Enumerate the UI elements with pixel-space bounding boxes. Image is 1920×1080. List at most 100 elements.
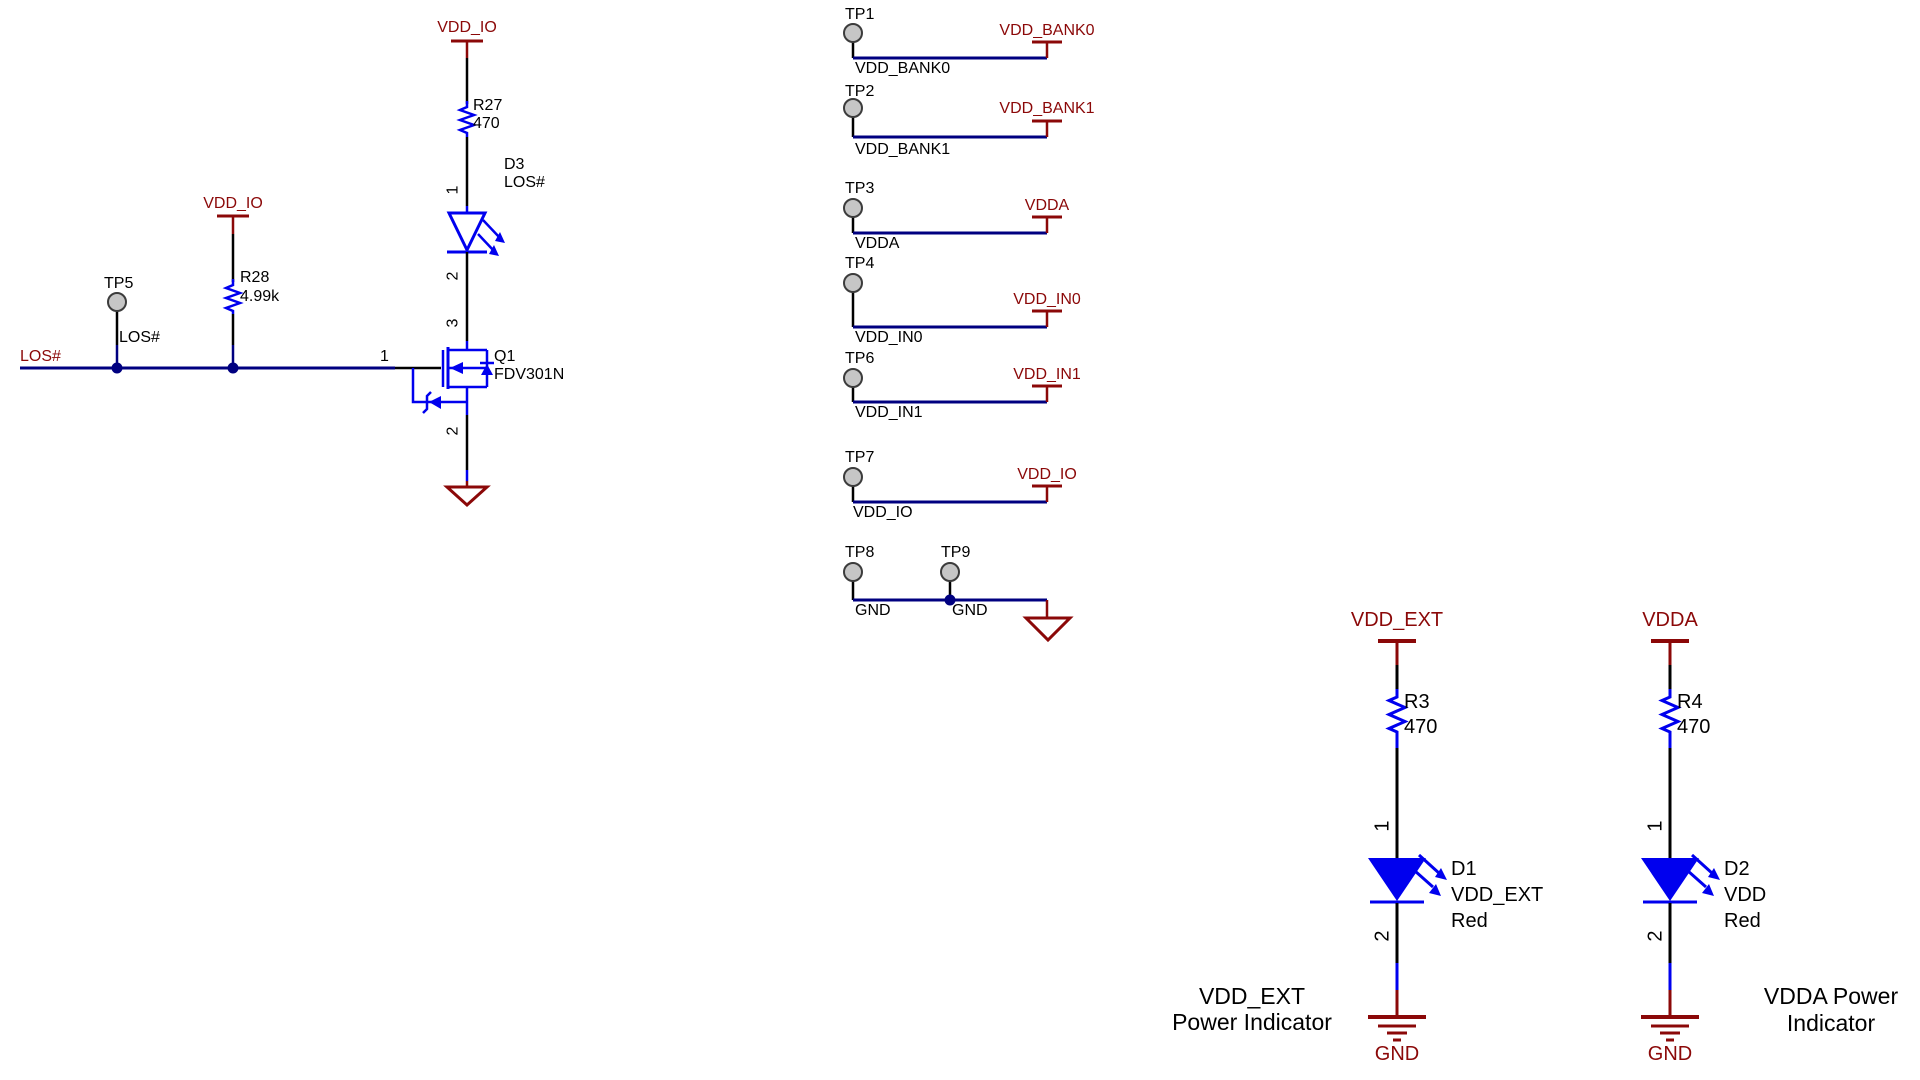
testpoint-tp4-circle [843,273,863,293]
led-d3-pin2: 2 [444,271,462,281]
led-d2-triangle [1641,858,1699,901]
power-label-vdd-io-tp7: VDD_IO [1017,466,1077,483]
resistor-r4-symbol [1658,689,1682,748]
testpoint-tp2-circle [843,98,863,118]
testpoint-tp1-circle [843,23,863,43]
testpoint-tp8-ref: TP8 [845,544,875,561]
testpoint-tp7-circle [843,467,863,487]
testpoint-tp1-ref: TP1 [845,6,875,23]
resistor-r3-value: 470 [1404,716,1438,738]
transistor-q1-pin-gate: 1 [380,348,389,365]
resistor-r28-symbol [222,279,244,314]
resistor-r27-value: 470 [473,115,500,132]
resistor-r4-value: 470 [1677,716,1711,738]
led-d1-triangle [1368,858,1426,901]
led-d2-net: VDD [1724,884,1767,906]
led-d2-pin1: 1 [1644,820,1667,832]
testpoint-tp3-ref: TP3 [845,180,875,197]
transistor-q1-pin-drain: 3 [444,318,462,328]
led-d2-color: Red [1724,910,1761,932]
resistor-r28-ref: R28 [240,269,270,286]
testpoint-tp3-circle [843,198,863,218]
testpoint-tp7-net: VDD_IO [853,504,913,521]
net-label-los: LOS# [20,348,61,365]
led-d3-arrow [482,219,501,239]
led-d2-arrowhead [1702,884,1714,896]
led-d1-arrowhead [1429,884,1441,896]
led-d3-arrow [477,233,495,252]
caption-vdda-line2: Indicator [1786,1010,1876,1036]
testpoint-tp9-ref: TP9 [941,544,971,561]
testpoint-tp5-ref: TP5 [104,275,134,292]
led-d1-arrow [1417,853,1442,876]
testpoint-tp8-circle [843,562,863,582]
power-label-vdd-in0: VDD_IN0 [1013,291,1081,308]
led-d3-arrowhead [495,232,505,243]
led-d3-net: LOS# [504,174,545,191]
testpoint-tp8-net: GND [855,602,891,619]
transistor-q1-pin-source: 2 [444,426,462,436]
led-d1-net: VDD_EXT [1451,884,1544,906]
power-label-vdda: VDDA [1024,197,1070,214]
power-label-vdd-in1: VDD_IN1 [1013,366,1081,383]
transistor-q1-body [448,348,489,389]
transistor-q1-body-diode [481,364,493,375]
resistor-r3-symbol [1385,689,1409,748]
resistor-r4-ref: R4 [1677,691,1703,713]
resistor-r28-value: 4.99k [240,288,280,305]
led-d1-arrowhead [1435,868,1447,880]
testpoint-tp4-net: VDD_IN0 [855,329,923,346]
led-d1-color: Red [1451,910,1488,932]
transistor-q1-bulk-arrow [450,362,463,374]
testpoint-tp6-net: VDD_IN1 [855,404,923,421]
power-label-vdd-bank0: VDD_BANK0 [999,22,1095,39]
gnd-label-d2: GND [1647,1043,1693,1065]
testpoint-tp2-net: VDD_BANK1 [855,141,951,158]
junction-dot [227,362,239,374]
testpoint-tp2-ref: TP2 [845,83,875,100]
power-label-vdd-bank1: VDD_BANK1 [999,100,1095,117]
power-label-vdda-ind: VDDA [1642,609,1698,631]
resistor-r27-symbol [456,101,478,137]
transistor-q1-zener-branch [411,368,467,404]
led-d2-arrowhead [1708,868,1720,880]
led-d3-pin1: 1 [444,185,462,195]
testpoint-tp6-circle [843,368,863,388]
gnd-label-d1: GND [1374,1043,1420,1065]
gnd-symbol-tp9 [1022,616,1074,643]
transistor-q1-zener-diode [429,396,441,409]
testpoint-tp3-net: VDDA [855,235,900,252]
caption-vdd-ext-line2: Power Indicator [1172,1009,1332,1035]
junction-dot [944,594,956,606]
testpoint-tp4-ref: TP4 [845,255,875,272]
led-d1-pin1: 1 [1371,820,1394,832]
caption-vdda-line1: VDDA Power [1763,983,1899,1009]
caption-vdd-ext-line1: VDD_EXT [1198,983,1306,1009]
led-d1-ref: D1 [1451,858,1477,880]
power-label-vdd-ext: VDD_EXT [1350,609,1444,631]
resistor-r27-ref: R27 [473,97,503,114]
led-d2-pin2: 2 [1644,930,1667,942]
led-d1-pin2: 2 [1371,930,1394,942]
testpoint-tp1-net: VDD_BANK0 [855,60,951,77]
gnd-symbol-q1 [443,485,491,508]
led-d3-arrowhead [489,245,499,256]
led-d2-ref: D2 [1724,858,1750,880]
led-d3-triangle [446,211,488,254]
power-label-vdd-io-r28: VDD_IO [203,195,263,212]
testpoint-tp5-circle [107,292,127,312]
led-d2-arrow [1687,869,1707,889]
led-d1-arrow [1414,869,1434,889]
resistor-r3-ref: R3 [1404,691,1430,713]
power-label-vdd-io-top: VDD_IO [437,19,497,36]
transistor-q1-zener-bar [422,391,432,414]
testpoint-tp9-net: GND [952,602,988,619]
led-d3-ref: D3 [504,156,525,173]
transistor-q1-part: FDV301N [494,366,565,383]
led-d2-arrow [1690,853,1715,876]
testpoint-tp5-net: LOS# [119,329,160,346]
testpoint-tp6-ref: TP6 [845,350,875,367]
transistor-q1-ref: Q1 [494,348,516,365]
